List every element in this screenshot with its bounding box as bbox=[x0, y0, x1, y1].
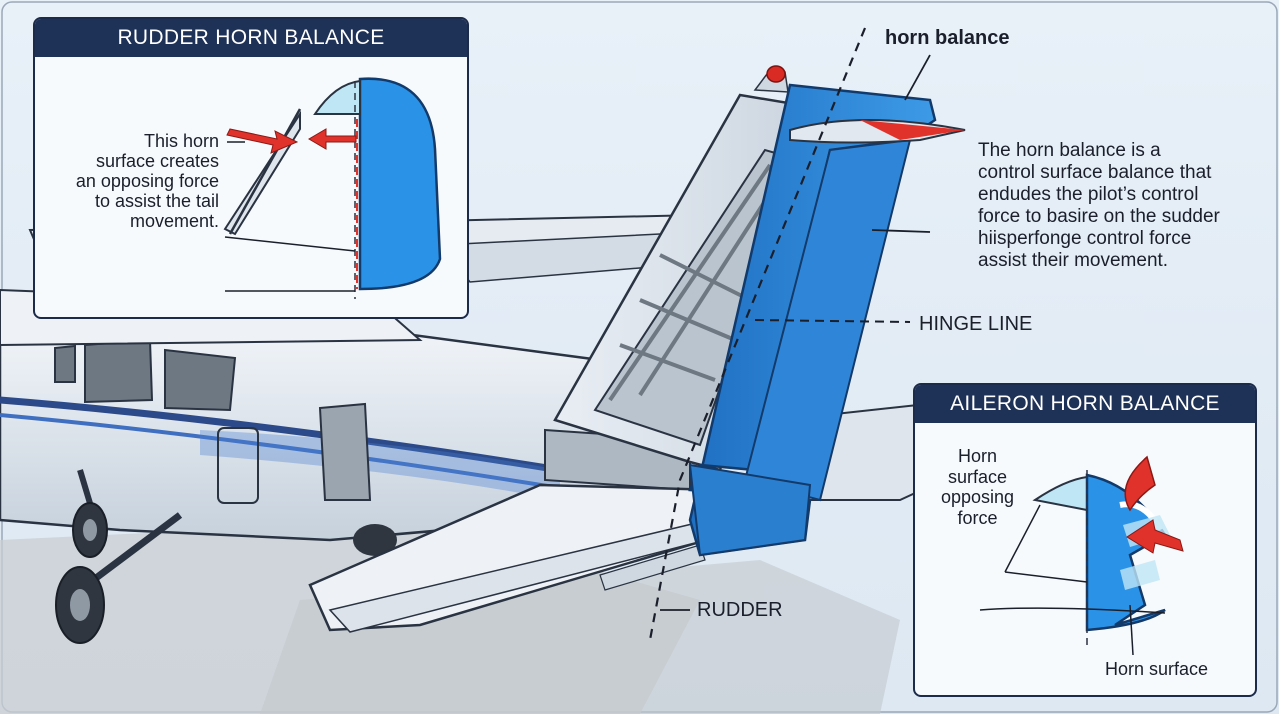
beacon-light bbox=[766, 65, 786, 83]
rudder-inset-arrow-left bbox=[226, 128, 299, 154]
horn-balance-leader bbox=[904, 54, 931, 101]
aileron-inset-arrow bbox=[1126, 519, 1184, 554]
aileron-inset-red-flap bbox=[1124, 455, 1156, 512]
rudder-inset-surface bbox=[358, 77, 442, 291]
description-leader bbox=[871, 229, 931, 233]
rudder-panel-note: This horn surface creates an opposing fo… bbox=[75, 131, 219, 231]
main-wheel-hub bbox=[70, 589, 90, 621]
aileron-panel-title: AILERON HORN BALANCE bbox=[915, 385, 1255, 423]
rudder-surface bbox=[743, 138, 912, 502]
aileron-inset-base-line bbox=[1004, 571, 1088, 583]
rudder-inset-horn bbox=[313, 79, 361, 115]
fin-rib-1 bbox=[608, 163, 772, 402]
cabin-window-2 bbox=[164, 348, 237, 412]
cabin-window-3 bbox=[54, 344, 76, 383]
hinge-line-leader bbox=[754, 319, 911, 323]
horn-surface-label: Horn surface bbox=[1105, 659, 1209, 679]
rudder-panel-title: RUDDER HORN BALANCE bbox=[35, 19, 467, 57]
aileron-inset-diagram bbox=[979, 455, 1184, 656]
rudder-inset-fin-edge bbox=[228, 108, 302, 235]
rudder-inset-diagram bbox=[223, 77, 442, 299]
horn-balance-label: horn balance bbox=[885, 27, 1010, 49]
fuselage-stripe-1 bbox=[0, 396, 701, 492]
aileron-inset-note-leader bbox=[1004, 504, 1041, 573]
rudder-horn-balance-panel: RUDDER HORN BALANCE This horn surface cr… bbox=[33, 17, 469, 319]
fuselage-panel bbox=[318, 402, 372, 501]
fuselage-stripe-2 bbox=[0, 413, 701, 507]
rudder-inset-base-line bbox=[224, 236, 356, 252]
aileron-inset-horn bbox=[1032, 475, 1088, 512]
aileron-horn-balance-panel: AILERON HORN BALANCE Horn surface opposi… bbox=[913, 383, 1257, 697]
aileron-inset-surface-leader bbox=[1129, 604, 1134, 656]
fuselage-blue-band bbox=[200, 430, 560, 500]
aileron-inset-ghost-2 bbox=[1120, 560, 1160, 590]
rudder-inset-arrow-right bbox=[308, 128, 357, 150]
hinge-line-label: HINGE LINE bbox=[919, 313, 1033, 335]
fin-cross-ribs bbox=[619, 253, 751, 382]
nose-wheel-hub bbox=[83, 519, 97, 541]
rudder-lower bbox=[688, 463, 812, 557]
cabin-window-1 bbox=[84, 338, 154, 404]
rear-wheel bbox=[353, 524, 397, 556]
aileron-panel-note: Horn surface opposing force bbox=[940, 446, 1015, 528]
description-text: The horn balance is a control surface ba… bbox=[978, 140, 1220, 271]
rudder-label: RUDDER bbox=[697, 599, 783, 621]
horn-balance-red-tip bbox=[860, 120, 965, 140]
cabin-door bbox=[217, 427, 259, 504]
hinge-line bbox=[648, 27, 867, 641]
aileron-inset-ground-line bbox=[979, 607, 1166, 614]
